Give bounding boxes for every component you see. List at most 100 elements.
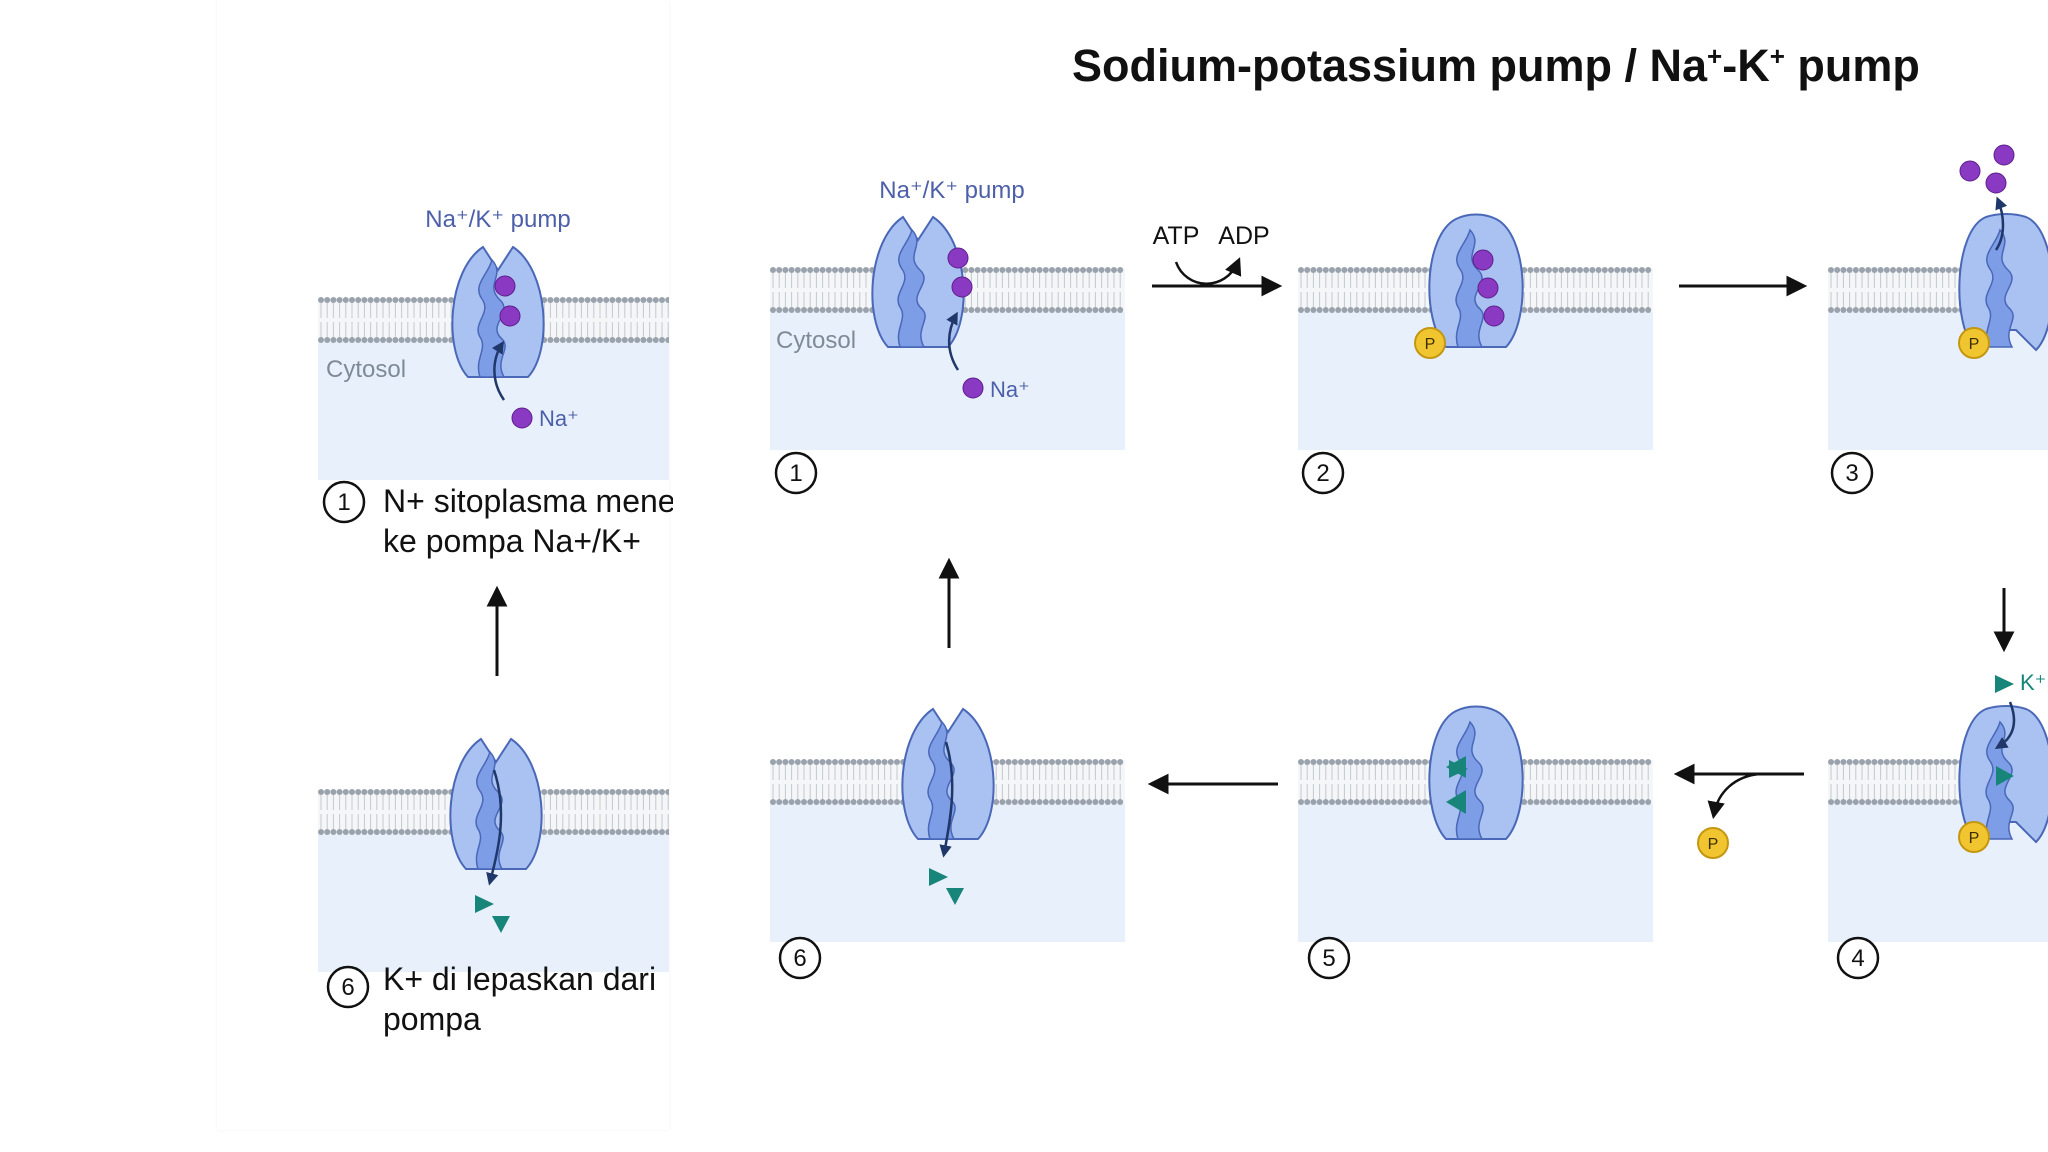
lipid-head — [999, 307, 1006, 313]
lipid-head — [1341, 759, 1348, 765]
lipid-head — [1834, 267, 1841, 273]
lipid-head — [1409, 759, 1416, 765]
lipid-head — [1890, 307, 1896, 313]
lipid-head — [1865, 759, 1872, 765]
lipid-head — [342, 789, 349, 795]
lipid-head — [1005, 759, 1012, 765]
lipid-head — [832, 759, 838, 765]
lipid-head — [1626, 307, 1633, 313]
phosphate-group — [1697, 827, 1729, 859]
lipid-head — [801, 267, 807, 273]
lipid-head — [1347, 267, 1354, 273]
lipid-head — [572, 829, 579, 835]
lipid-head — [1570, 307, 1577, 313]
lipid-head — [1335, 267, 1342, 273]
lipid-head — [1316, 307, 1323, 313]
lipid-head — [1298, 799, 1304, 805]
lipid-head — [411, 337, 417, 343]
lipid-head — [788, 307, 795, 313]
lipid-head — [1871, 799, 1878, 805]
lipid-head — [1877, 307, 1884, 313]
lipid-head — [1521, 799, 1528, 805]
sodium-label: Na⁺ — [539, 406, 579, 431]
lipid-head — [318, 789, 324, 795]
lipid-head — [1061, 267, 1068, 273]
lipid-head — [1927, 799, 1934, 805]
lipid-head — [547, 297, 554, 303]
lipid-head — [1104, 267, 1111, 273]
lipid-head — [1539, 799, 1546, 805]
lipid-head — [1067, 759, 1074, 765]
lipid-head — [336, 789, 343, 795]
step-number-circle — [778, 936, 822, 980]
cytosol-area — [1828, 802, 2048, 942]
lipid-head — [1018, 267, 1024, 273]
lipid-head — [1049, 759, 1055, 765]
lipid-head — [1846, 759, 1853, 765]
lipid-head — [1335, 307, 1342, 313]
atp-label: ATP — [1153, 222, 1200, 250]
pump-channel — [1455, 228, 1484, 348]
lipid-head — [597, 337, 603, 343]
lipid-head — [1415, 267, 1422, 273]
lipid-head — [1834, 799, 1841, 805]
lipid-head — [1397, 799, 1404, 805]
lipid-head — [1036, 307, 1043, 313]
lipid-head — [1896, 307, 1903, 313]
cytosol-label: Cytosol — [776, 327, 856, 354]
ion-path-arrow — [1994, 701, 2016, 749]
lipid-head — [355, 337, 362, 343]
lipid-head — [1852, 759, 1859, 765]
lipid-head — [1626, 799, 1633, 805]
caption-line: ke pompa Na+/K+ — [383, 523, 641, 559]
lipid-head — [547, 337, 554, 343]
lipid-head — [1098, 307, 1105, 313]
potassium-ion — [1995, 675, 2014, 693]
lipid-head — [448, 297, 455, 303]
lipid-head — [386, 297, 393, 303]
lipid-head — [1347, 799, 1354, 805]
lipid-head — [423, 337, 430, 343]
lipid-head — [987, 307, 993, 313]
lipid-head — [628, 337, 634, 343]
lipid-head — [590, 829, 597, 835]
lipid-head — [1347, 759, 1354, 765]
lipid-head — [578, 829, 585, 835]
lipid-head — [993, 799, 1000, 805]
lipid-head — [1639, 307, 1645, 313]
lipid-head — [887, 799, 894, 805]
lipid-head — [1908, 267, 1915, 273]
lipid-head — [398, 337, 405, 343]
phosphate-label: P — [1969, 336, 1980, 353]
lipid-head — [553, 829, 560, 835]
lipid-head — [993, 759, 1000, 765]
atp-conversion-arrow — [1174, 257, 1242, 285]
lipid-head — [850, 307, 857, 313]
lipid-head — [1939, 759, 1946, 765]
lipid-head — [1117, 267, 1124, 273]
lipid-head — [1533, 759, 1540, 765]
lipid-head — [361, 829, 368, 835]
lipid-head — [628, 829, 634, 835]
lipid-head — [788, 267, 795, 273]
lipid-head — [1117, 799, 1124, 805]
lipid-head — [999, 267, 1006, 273]
lipid-head — [392, 829, 399, 835]
lipid-head — [1877, 799, 1884, 805]
ion-path-arrow — [1994, 196, 2008, 251]
phosphate-group — [1414, 327, 1446, 359]
lipid-head — [1533, 799, 1540, 805]
lipid-head — [659, 297, 665, 303]
lipid-head — [1564, 307, 1571, 313]
lipid-head — [367, 337, 374, 343]
lipid-head — [819, 759, 826, 765]
lipid-head — [640, 829, 647, 835]
lipid-head — [1570, 267, 1577, 273]
phosphate-release-arrow — [1707, 772, 1761, 820]
lipid-head — [609, 337, 616, 343]
lipid-head — [609, 789, 616, 795]
lipid-head — [640, 337, 647, 343]
lipid-head — [869, 759, 876, 765]
lipid-head — [367, 829, 374, 835]
phosphate-label: P — [1708, 836, 1719, 853]
